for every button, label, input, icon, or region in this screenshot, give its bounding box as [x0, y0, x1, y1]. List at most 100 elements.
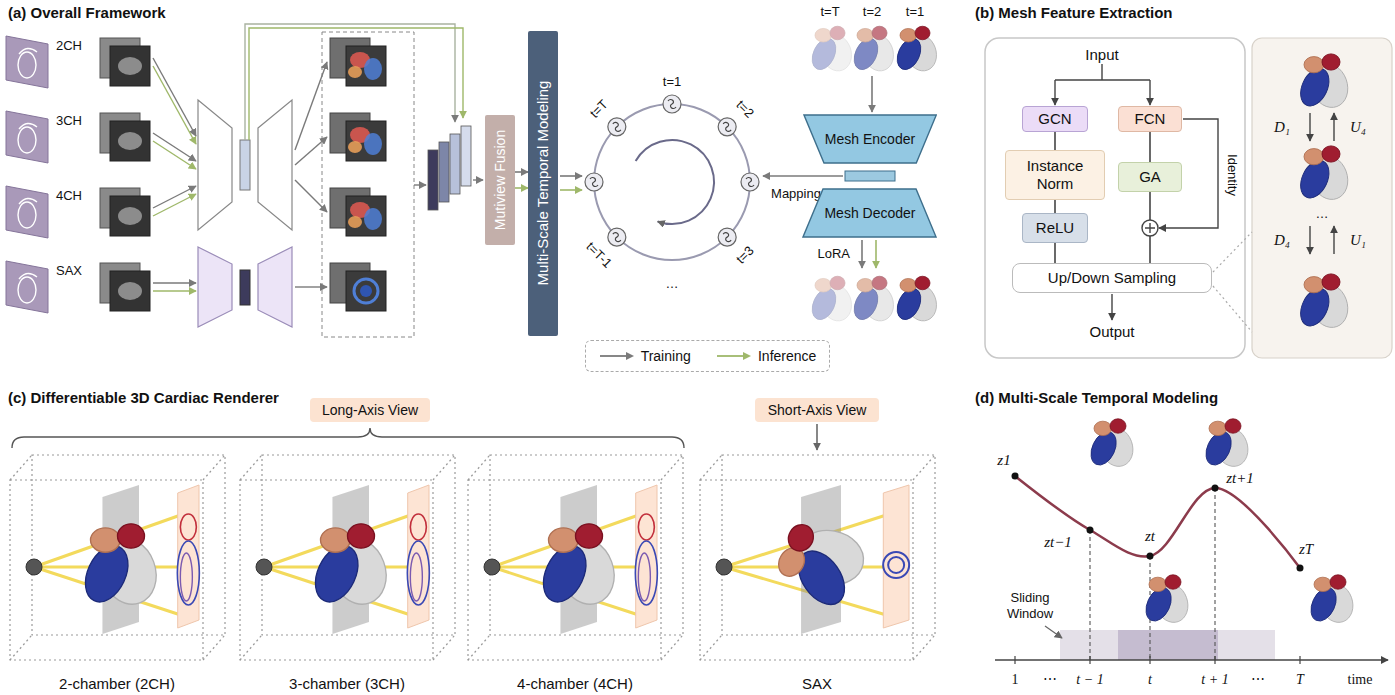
- view-label: 4CH: [56, 188, 82, 204]
- phase-icon-mark: [590, 177, 598, 186]
- phase-icon: [585, 173, 603, 191]
- heart-mesh: [808, 276, 857, 325]
- layer-box: GCN: [1022, 106, 1088, 132]
- heart-la: [1322, 146, 1340, 162]
- phase-icon-mark: [613, 122, 621, 131]
- scene-box: [240, 480, 433, 660]
- scene-box-edge: [433, 455, 455, 480]
- scene-box-edge: [700, 635, 722, 660]
- mapping-label: Mapping: [771, 186, 821, 202]
- legend-text: Inference: [758, 348, 816, 364]
- time-label: t=T: [587, 97, 612, 122]
- legend-sample-line: [717, 355, 744, 357]
- node-text: Instance Norm: [1015, 157, 1095, 193]
- cycle-ring: [594, 104, 750, 260]
- phase-icon-mark: [723, 122, 731, 131]
- heart-ra: [321, 528, 351, 552]
- bottleneck: [240, 140, 250, 190]
- heart-ra: [1304, 277, 1324, 293]
- ellipsis: …: [666, 276, 679, 292]
- heart-ra: [900, 279, 917, 293]
- contour: [638, 553, 650, 601]
- scene-box-edge: [10, 635, 32, 660]
- phase-icon: [608, 228, 626, 246]
- fusion-block: Mutiview Fusion: [485, 115, 515, 245]
- slice-heart-outline: [19, 48, 37, 54]
- module-frame: [985, 38, 1245, 358]
- scene-box: [10, 480, 203, 660]
- operator-label: D₄: [1274, 231, 1290, 249]
- scene-box-edge: [661, 455, 683, 480]
- heart-ra: [549, 528, 579, 552]
- camera: [26, 559, 42, 575]
- projection-plane: [883, 485, 909, 628]
- panel-title: (d) Multi-Scale Temporal Modeling: [975, 389, 1218, 407]
- latent-code: [845, 171, 895, 181]
- time-label: t=T-1: [583, 239, 615, 271]
- heart-la: [872, 26, 887, 40]
- encoder-shape: [198, 100, 232, 230]
- connector: [1054, 243, 1056, 263]
- latent-trajectory: [1015, 476, 1300, 568]
- heart-mesh: [1295, 274, 1354, 333]
- slice-heart-outline: [18, 127, 36, 153]
- node-text: GA: [1139, 168, 1161, 186]
- contour: [888, 557, 904, 573]
- phase-icon: [663, 95, 681, 113]
- seg-overlay: [348, 141, 362, 153]
- seg-overlay: [348, 66, 362, 78]
- scene-box: [468, 480, 661, 660]
- phase-icon-mark: [723, 233, 731, 242]
- arrow-line: [1309, 113, 1310, 141]
- node-text: GCN: [1038, 110, 1071, 128]
- heart-mesh: [1086, 419, 1138, 471]
- trapezoid-shape: [803, 189, 936, 237]
- io-label: Output: [1089, 323, 1134, 341]
- camera: [716, 559, 732, 575]
- axis-tick: ⋯: [1043, 672, 1057, 689]
- view-caption: SAX: [802, 675, 832, 693]
- render-scene: [240, 455, 455, 660]
- node-text: Short-Axis View: [768, 402, 867, 419]
- legend-sample-head: [743, 352, 751, 360]
- seg-frame: [346, 271, 386, 311]
- scene-box: [32, 455, 225, 635]
- connector: [515, 171, 528, 173]
- heart-la: [1322, 274, 1340, 290]
- io-label: Input: [1085, 46, 1118, 64]
- node-text: Mesh Decoder: [824, 205, 915, 222]
- heart-la: [1165, 575, 1181, 589]
- split-line: [1055, 64, 1150, 80]
- arrow-line: [249, 28, 463, 140]
- time-guide: [1089, 530, 1090, 660]
- operator-label: D₁: [1274, 118, 1290, 136]
- connector: [515, 187, 528, 189]
- heart-mesh: [850, 26, 899, 75]
- time-label: t=2: [733, 97, 757, 121]
- heart-mesh: [1306, 575, 1358, 627]
- latent-label: zt−1: [1044, 533, 1072, 551]
- sliding-window: [1060, 630, 1275, 660]
- heart-ra: [815, 29, 832, 43]
- legend-text: Training: [641, 348, 691, 364]
- heart-ra: [815, 279, 832, 293]
- seg-overlay: [364, 133, 382, 155]
- heart-mesh: [893, 276, 942, 325]
- heart-la: [915, 26, 930, 40]
- phase-icon: [718, 228, 736, 246]
- heart-mesh: [808, 26, 857, 75]
- heart-ra: [857, 29, 874, 43]
- heart-mesh: [1295, 146, 1354, 205]
- scene-box-edge: [661, 635, 683, 660]
- layer-box: FCN: [1118, 106, 1182, 132]
- view-tag: Long-Axis View: [310, 398, 430, 423]
- heart-ra: [1209, 421, 1227, 435]
- legend-sample: [599, 351, 635, 361]
- seg-overlay: [364, 208, 382, 230]
- heart-mesh: [850, 276, 899, 325]
- render-scene: [468, 455, 683, 660]
- scene-box-edge: [240, 635, 262, 660]
- arrow-line: [871, 76, 873, 112]
- decoder-shape: [258, 100, 292, 230]
